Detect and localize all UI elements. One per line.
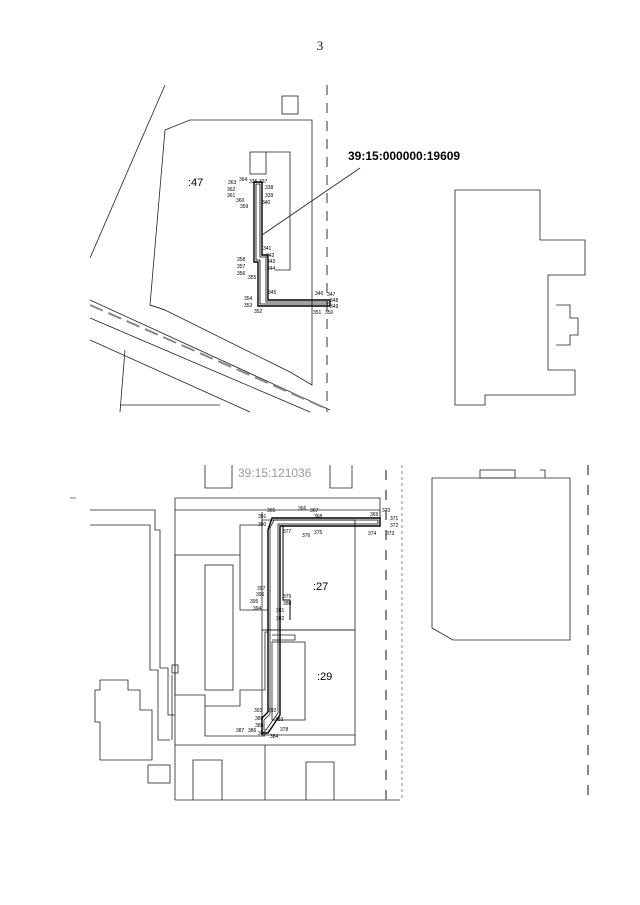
cadastral-number: 39:15:000000:19609 <box>348 149 460 163</box>
point-label: 344 <box>267 266 276 272</box>
point-label: 377 <box>283 529 292 535</box>
map1-boundary-line <box>89 84 166 259</box>
point-label: 341 <box>263 246 272 252</box>
point-label: 368 <box>314 514 323 520</box>
point-label: 396 <box>256 592 265 598</box>
point-label: 342 <box>266 253 275 259</box>
point-label: 362 <box>227 187 236 193</box>
point-label: 353 <box>244 303 253 309</box>
point-label: 360 <box>236 198 245 204</box>
map1-right-building <box>454 189 586 406</box>
point-label: 347 <box>327 292 336 298</box>
point-label: 338 <box>265 185 274 191</box>
point-label: 378 <box>280 727 289 733</box>
point-label: 358 <box>237 257 246 263</box>
page-number: 3 <box>316 38 324 53</box>
map1-road-edge-1 <box>89 299 331 411</box>
point-label: 354 <box>244 296 253 302</box>
parcel-label-47: :47 <box>188 177 203 189</box>
point-label: 349 <box>330 304 339 310</box>
point-label: 393 <box>254 708 263 714</box>
map2-building-a <box>204 564 234 691</box>
map-2 <box>90 465 403 801</box>
point-label: 363 <box>228 180 237 186</box>
point-label: 376 <box>302 533 311 539</box>
point-label: 370 <box>382 508 391 514</box>
point-label: 390 <box>258 522 267 528</box>
point-label: 357 <box>237 264 246 270</box>
parcel-label-27: :27 <box>313 581 328 593</box>
point-label: 386 <box>248 728 257 734</box>
point-label: 355 <box>248 275 257 281</box>
point-label: 397 <box>257 586 266 592</box>
point-label: 382 <box>276 616 285 622</box>
easement-zone-1 <box>253 181 331 307</box>
point-label: 346 <box>315 291 324 297</box>
point-label: 336 <box>249 179 258 185</box>
map2-survey-points: 365 366 367 368 369 370 371 391 372 390 … <box>236 506 399 740</box>
point-label: 361 <box>227 193 236 199</box>
map1-small-building <box>281 95 299 115</box>
point-label: 373 <box>386 531 395 537</box>
map2-right-building <box>431 465 589 800</box>
point-label: 365 <box>267 508 276 514</box>
point-label: 389 <box>255 716 264 722</box>
point-label: 343 <box>267 259 276 265</box>
point-label: 387 <box>236 728 245 734</box>
point-label: 356 <box>237 271 246 277</box>
point-label: 371 <box>390 516 399 522</box>
point-label: 351 <box>313 310 322 316</box>
point-label: 392 <box>268 708 277 714</box>
point-label: 395 <box>250 599 259 605</box>
point-label: 359 <box>240 204 249 210</box>
point-label: 394 <box>253 606 262 612</box>
point-label: 366 <box>298 506 307 512</box>
point-label: 337 <box>259 179 268 185</box>
map2-building-b <box>271 641 306 721</box>
point-label: 348 <box>330 298 339 304</box>
point-label: 339 <box>265 193 274 199</box>
point-label: 383 <box>275 717 284 723</box>
point-label: 391 <box>258 514 267 520</box>
point-label: 381 <box>276 608 285 614</box>
point-label: 352 <box>254 309 263 315</box>
point-label: 364 <box>239 177 248 183</box>
quarter-label: 39:15:121036 <box>238 466 312 480</box>
easement-zone-2 <box>261 517 381 734</box>
point-label: 369 <box>370 512 379 518</box>
point-label: 372 <box>390 523 399 529</box>
parcel-label-29: :29 <box>317 671 332 683</box>
parcel-47-outline <box>149 119 313 386</box>
point-label: 380 <box>283 601 292 607</box>
map1-survey-points: 363 364 336 337 362 338 361 339 360 340 … <box>227 177 339 316</box>
point-label: 350 <box>325 310 334 316</box>
map1-road-edge-2 <box>89 317 311 413</box>
point-label: 340 <box>262 200 271 206</box>
point-label: 345 <box>268 290 277 296</box>
map-1 <box>89 84 361 413</box>
point-label: 379 <box>283 594 292 600</box>
point-label: 388 <box>255 723 264 729</box>
point-label: 367 <box>310 508 319 514</box>
point-label: 374 <box>368 531 377 537</box>
point-label: 384 <box>270 734 279 740</box>
point-label: 385 <box>258 731 267 737</box>
cadastral-leader-line <box>261 167 361 236</box>
point-label: 375 <box>314 530 323 536</box>
